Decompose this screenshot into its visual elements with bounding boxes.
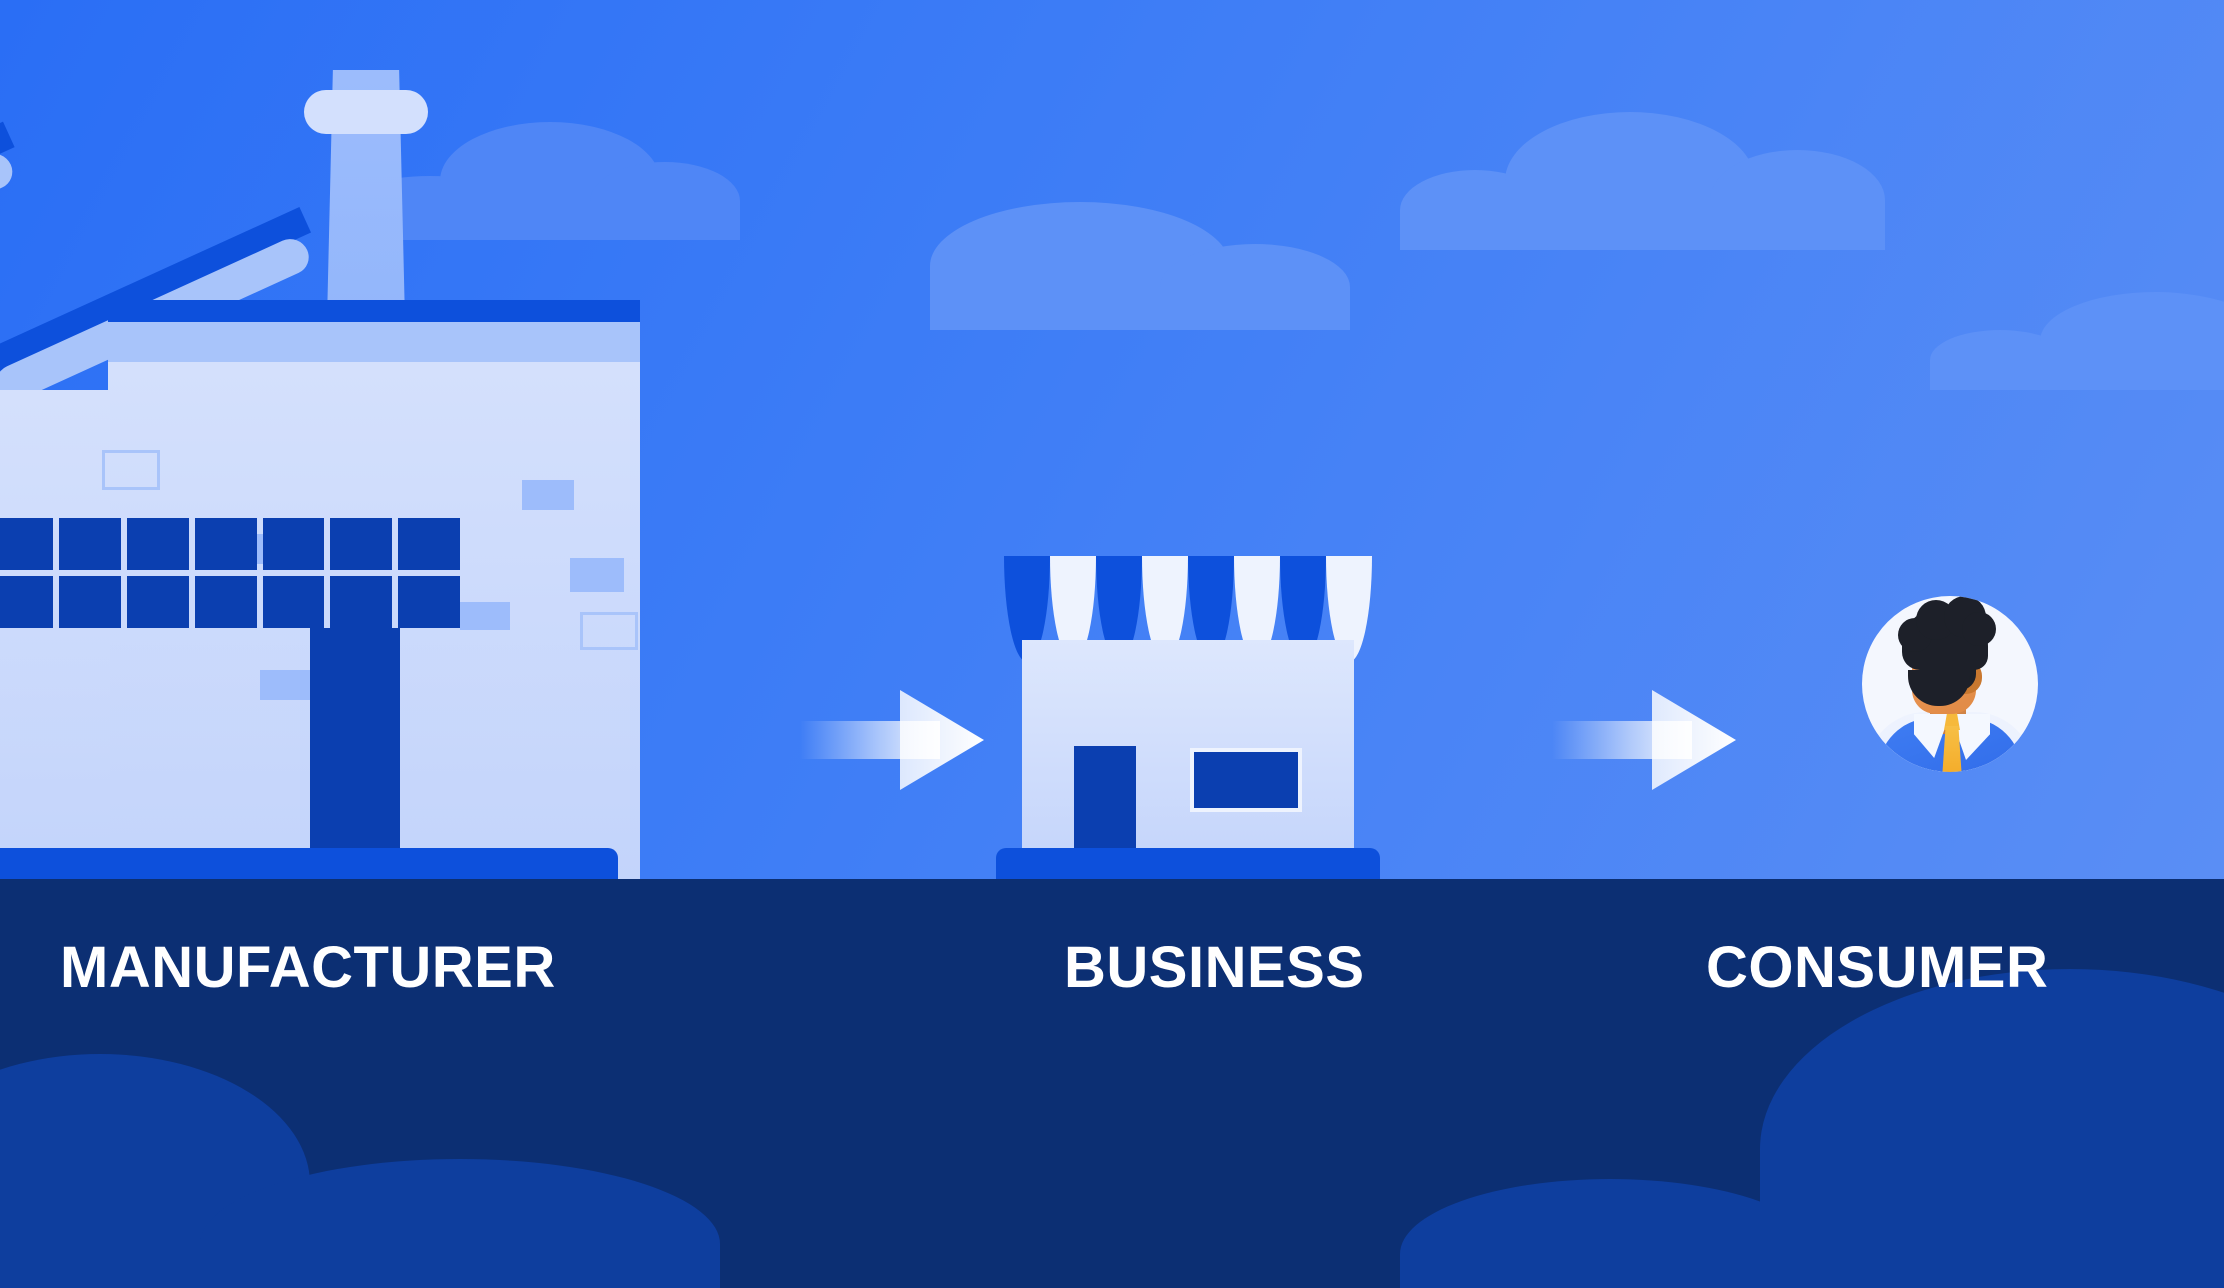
ground-band	[0, 879, 2224, 1288]
ground-wave-left-large	[200, 1159, 720, 1288]
storefront-icon	[1004, 556, 1372, 880]
factory-left-block	[0, 390, 110, 882]
factory-icon	[0, 60, 640, 882]
avatar-hair	[1898, 596, 1996, 670]
factory-window	[194, 576, 257, 628]
avatar-tie-knot	[1944, 712, 1960, 730]
label-consumer: CONSUMER	[1706, 935, 2049, 1000]
ground-wave-right-small	[1400, 1179, 1820, 1288]
factory-door	[310, 628, 400, 880]
factory-tile-4	[260, 670, 312, 700]
factory-window-grid	[0, 518, 460, 628]
person-avatar-icon	[1862, 596, 2038, 772]
factory-tile-2	[522, 480, 574, 510]
label-business: BUSINESS	[1064, 935, 1365, 1000]
factory-window	[194, 518, 257, 570]
label-manufacturer: MANUFACTURER	[60, 935, 556, 1000]
factory-window	[398, 576, 460, 628]
factory-window	[126, 576, 189, 628]
factory-window	[59, 518, 121, 570]
storefront-window	[1194, 752, 1298, 808]
avatar-tie	[1942, 726, 1962, 772]
factory-window	[262, 518, 325, 570]
factory-window	[0, 518, 54, 570]
factory-roof-cap	[108, 322, 640, 362]
ground-wave-right-large	[1760, 969, 2224, 1288]
factory-tile-3	[460, 602, 510, 630]
factory-tile-outline-2	[580, 612, 638, 650]
factory-window	[330, 518, 393, 570]
factory-tile-outline-1	[102, 450, 160, 490]
factory-window	[59, 576, 121, 628]
storefront-door	[1074, 746, 1136, 848]
arrow-business-to-consumer	[1552, 690, 1736, 790]
factory-window	[398, 518, 460, 570]
storefront-body	[1022, 640, 1354, 848]
factory-window	[330, 576, 393, 628]
arrow-manufacturer-to-business	[800, 690, 984, 790]
factory-window	[0, 576, 54, 628]
factory-roofline	[108, 300, 640, 322]
factory-tile-5	[570, 558, 624, 592]
factory-window	[126, 518, 189, 570]
avatar-badge	[1862, 596, 2038, 772]
factory-window	[262, 576, 325, 628]
chimney-band	[304, 90, 428, 134]
